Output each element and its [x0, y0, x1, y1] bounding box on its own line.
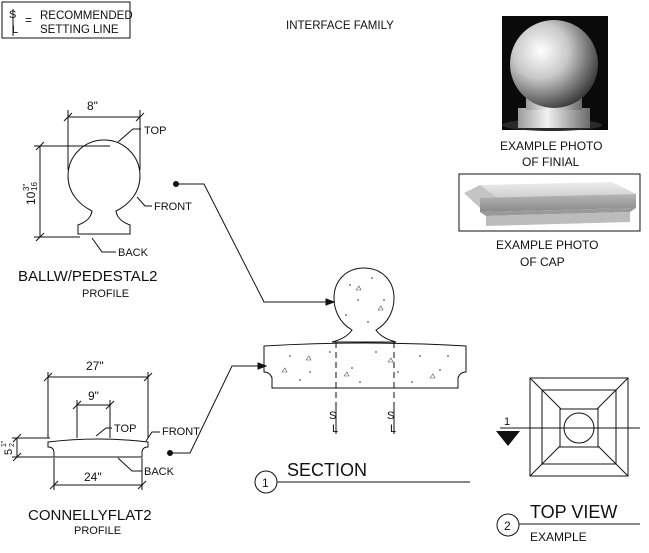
legend-symbol-l: L	[12, 24, 18, 36]
ball-profile-name: BALLW/PEDESTAL2	[18, 268, 158, 285]
svg-text:L: L	[332, 423, 338, 435]
section-drawing	[263, 267, 467, 410]
cap-label-top: TOP	[114, 423, 136, 435]
svg-text:1: 1	[262, 476, 269, 490]
finial-photo-caption-2: OF FINIAL	[522, 155, 580, 169]
legend-equals: =	[25, 13, 32, 27]
legend-line-2: SETTING LINE	[40, 24, 119, 36]
cap-inner-dim: 9"	[88, 389, 99, 403]
cap-profile-subtitle: PROFILE	[74, 525, 121, 537]
ball-profile-subtitle: PROFILE	[82, 288, 129, 300]
section-marker: 1	[496, 416, 520, 446]
svg-text:1: 1	[504, 416, 510, 428]
top-view-subtitle: EXAMPLE	[530, 530, 587, 544]
ball-label-front: FRONT	[154, 201, 192, 213]
top-view-title: TOP VIEW	[530, 502, 617, 522]
cap-bottom-dim: 24"	[84, 470, 102, 484]
concrete-aggregate-marks	[281, 277, 449, 383]
ball-profile-drawing	[34, 110, 152, 253]
svg-text:1": 1"	[1, 440, 8, 447]
ball-height-dim: 10 3" 16	[22, 182, 39, 205]
section-callout: 1	[254, 470, 470, 494]
cap-photo	[458, 173, 641, 232]
svg-text:S: S	[329, 410, 336, 422]
cap-label-back: BACK	[144, 466, 175, 478]
finial-photo	[502, 16, 608, 131]
cap-profile-name: CONNELLYFLAT2	[28, 507, 152, 524]
svg-text:2: 2	[9, 443, 16, 447]
cap-overall-dim: 27"	[86, 359, 104, 373]
ball-label-back: BACK	[118, 247, 149, 259]
legend-line-1: RECOMMENDED	[40, 10, 133, 22]
ball-label-top: TOP	[144, 125, 166, 137]
cap-label-front: FRONT	[162, 426, 200, 438]
ball-width-dim: 8"	[87, 99, 98, 113]
svg-text:2: 2	[504, 519, 511, 533]
setting-line-legend: S L = RECOMMENDED SETTING LINE	[1, 1, 133, 39]
section-setting-line-right: S L	[387, 408, 396, 435]
section-title: SECTION	[287, 460, 367, 480]
page-title: INTERFACE FAMILY	[286, 20, 394, 32]
svg-text:L: L	[390, 423, 396, 435]
cap-photo-caption-1: EXAMPLE PHOTO	[496, 238, 598, 252]
svg-text:10: 10	[24, 191, 38, 205]
svg-text:S: S	[387, 410, 394, 422]
cap-height-dim: 5 1" 2	[1, 440, 16, 455]
svg-text:3": 3"	[22, 184, 31, 191]
connector-leaders	[167, 181, 336, 456]
section-setting-line-left: S L	[329, 408, 338, 435]
svg-text:16: 16	[30, 182, 39, 191]
top-view-drawing	[500, 377, 640, 477]
cap-photo-caption-2: OF CAP	[520, 255, 565, 269]
top-view-callout: 2	[496, 513, 640, 537]
cap-profile-drawing	[12, 372, 160, 490]
svg-text:5: 5	[3, 449, 15, 455]
finial-photo-caption-1: EXAMPLE PHOTO	[500, 139, 602, 153]
